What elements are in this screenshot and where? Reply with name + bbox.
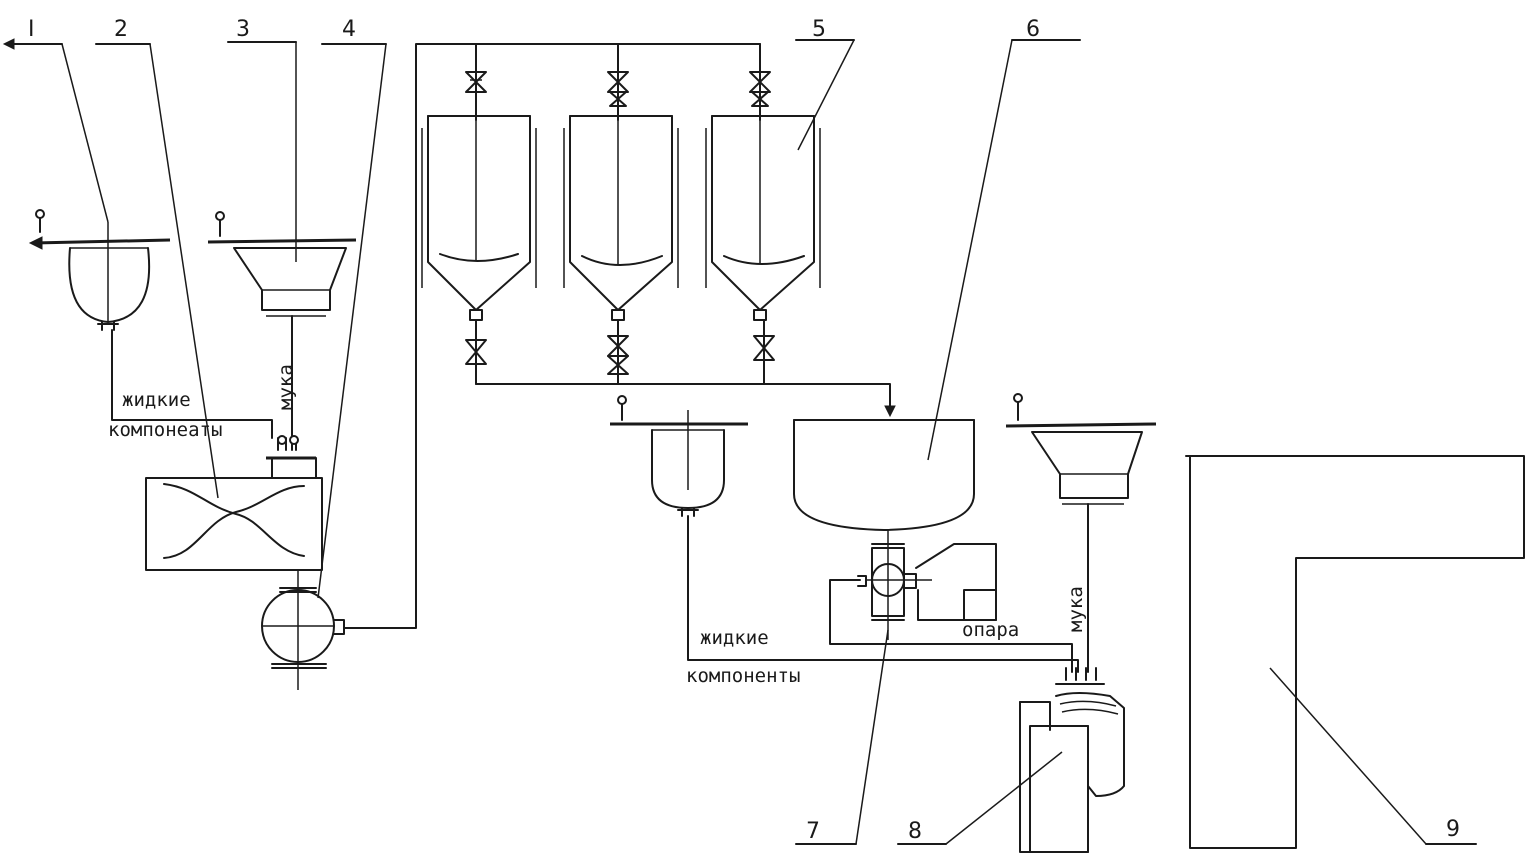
callout-number-1: I: [28, 17, 35, 42]
callout-number-2: 2: [114, 17, 128, 42]
proofing-cabinet: [1185, 455, 1525, 849]
valve-tank-2-outlet: [607, 319, 629, 385]
valve-tank-1-inlet: [465, 71, 487, 93]
label-liquid-components-left-2: компонеаты: [108, 419, 222, 441]
label-flour-left: мука: [275, 364, 297, 410]
callout-number-3: 3: [236, 17, 250, 42]
valve-tank-3-inlet: [749, 71, 771, 107]
sponge-vessel: [793, 419, 975, 531]
valve-tank-1-outlet: [465, 319, 487, 385]
label-liquid-components-right-2: компоненты: [686, 665, 800, 687]
kneading-machine: [1019, 667, 1125, 853]
label-sponge: опара: [962, 619, 1019, 641]
fermentation-tank-3: [705, 115, 821, 321]
flour-line-left: мука: [275, 315, 299, 451]
callout-number-7: 7: [806, 819, 820, 844]
callout-1: I: [2, 17, 109, 223]
callout-7: 7: [795, 629, 889, 845]
valve-tank-2-inlet: [607, 71, 629, 107]
callout-9: 9: [1269, 667, 1477, 845]
flour-hopper-right: мука: [1005, 393, 1157, 673]
fermentation-tanks: [421, 43, 896, 418]
callout-number-4: 4: [342, 17, 356, 42]
callout-2: 2: [95, 17, 219, 499]
callout-8: 8: [897, 751, 1063, 845]
label-flour-right: мука: [1065, 586, 1087, 632]
sponge-pump: опара: [829, 530, 1073, 673]
callout-number-6: 6: [1026, 17, 1040, 42]
label-liquid-components-right-1: жидкие: [700, 627, 769, 649]
flour-hopper-left: [207, 211, 357, 317]
label-liquid-components-left-1: жидкие: [122, 389, 191, 411]
batch-mixer: [145, 456, 323, 571]
liquid-components-tank-left: [28, 209, 171, 331]
fermentation-tank-1: [421, 115, 537, 321]
liquid-components-tank-right: жидкие компоненты: [610, 395, 1079, 687]
transfer-pump: [261, 43, 761, 690]
callout-number-9: 9: [1446, 817, 1460, 842]
fermentation-tank-2: [563, 115, 679, 321]
callout-number-8: 8: [908, 819, 922, 844]
callout-number-5: 5: [812, 17, 826, 42]
callout-5: 5: [795, 17, 855, 151]
callout-6: 6: [927, 17, 1081, 461]
callout-3: 3: [227, 17, 297, 262]
valve-tank-3-outlet: [753, 319, 775, 385]
callout-4: 4: [317, 17, 387, 599]
liquid-line-left: жидкие компонеаты: [108, 329, 273, 441]
